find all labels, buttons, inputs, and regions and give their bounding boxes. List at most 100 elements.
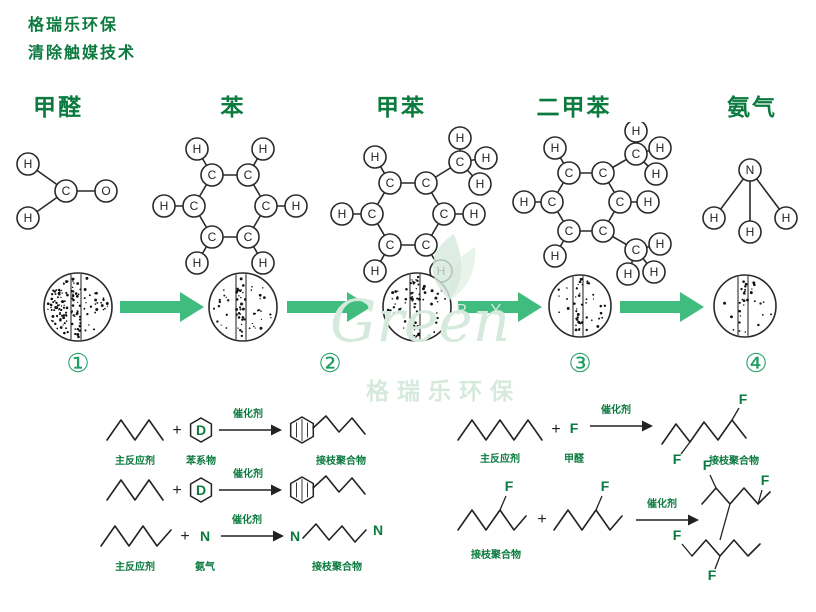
polymer-chain [457,419,543,441]
polymer-chain [553,509,623,531]
svg-text:C: C [422,238,431,252]
svg-text:C: C [422,176,431,190]
main-reactant-label: 主反应剂 [115,560,155,573]
polymer-chain [302,523,367,543]
branch-bond [757,489,763,505]
svg-text:H: H [371,264,380,278]
svg-text:C: C [244,168,253,182]
reaction-arrow-head [271,424,282,436]
polymer-chain [701,487,771,505]
svg-text:H: H [551,141,560,155]
atom-f-label: F [673,527,682,543]
graft-polymer-label: 接枝聚合物 [316,454,366,467]
header: 格瑞乐环保 清除触媒技术 [28,18,136,62]
svg-text:H: H [782,211,791,225]
flow-arrow-shape [120,292,204,322]
stage-number-4: ④ [744,348,768,378]
reaction-panel-left: + D 催化剂 主反应剂 苯系物 接枝聚合物 + D 催化剂 主反应剂 + N … [100,407,383,573]
svg-text:C: C [386,238,395,252]
svg-text:C: C [616,195,625,209]
svg-text:H: H [259,256,268,270]
graft-polymer-label: 接枝聚合物 [312,560,362,573]
atom-n-label: N [200,528,210,544]
svg-text:H: H [24,157,33,171]
polymer-chain [312,475,366,495]
flow-arrow-shape [458,292,542,322]
svg-text:N: N [746,163,755,177]
flow-arrow-shape [620,292,704,322]
svg-text:C: C [190,199,199,213]
svg-text:H: H [259,142,268,156]
svg-text:C: C [208,168,217,182]
polymer-chain [100,525,172,547]
purification-stage-circle-1 [42,271,114,348]
benzene-hexagon [189,417,213,443]
branch-bond [709,474,717,489]
atom-f-label: F [673,451,682,467]
reaction-arrow-head [271,484,282,496]
purification-stage-circle-3 [381,271,453,348]
svg-text:C: C [599,224,608,238]
plus-sign: + [537,511,546,528]
branch-bond [714,555,721,570]
catalyst-label: 催化剂 [233,467,263,480]
svg-text:C: C [565,224,574,238]
flow-arrow-3 [458,292,542,322]
polymer-chain [312,415,366,435]
svg-text:H: H [193,142,202,156]
svg-text:C: C [208,230,217,244]
atom-f-label: F [708,567,717,583]
svg-text:H: H [292,199,301,213]
atom-f-label: F [761,472,770,488]
molecule-title-benzene: 苯 [220,94,246,120]
svg-text:C: C [632,147,641,161]
branch-bond [681,543,693,557]
polymer-chain [691,539,761,557]
molecule-title-toluene: 甲苯 [376,94,426,120]
atom-d-label: D [196,482,206,498]
benzene-ring-symbol [289,416,315,444]
polymer-chain [457,509,527,531]
purification-stage-circle-2 [207,271,279,348]
formaldehyde-label: 甲醛 [564,452,585,465]
flow-arrow-4 [620,292,704,322]
svg-text:H: H [710,211,719,225]
svg-text:H: H [371,150,380,164]
purification-stage-circle-4 [547,273,613,344]
svg-text:C: C [386,176,395,190]
svg-text:H: H [520,195,529,209]
svg-text:H: H [652,167,661,181]
atom-n-label: N [290,528,300,544]
svg-text:C: C [456,155,465,169]
branch-bond [731,407,740,421]
catalyst-label: 催化剂 [233,407,263,420]
atom-f-label: F [739,392,748,407]
benzene-hexagon [189,477,213,503]
svg-text:H: H [624,267,633,281]
svg-text:H: H [160,199,169,213]
flow-arrow-shape [287,292,371,322]
stage-number-1: ① [66,348,90,378]
molecule-title-formaldehyde: 甲醛 [33,94,83,120]
atom-f-label: F [570,420,579,436]
company-name: 格瑞乐环保 [28,17,119,34]
svg-text:C: C [565,166,574,180]
svg-text:C: C [262,199,271,213]
svg-text:C: C [440,207,449,221]
benzene-series-label: 苯系物 [185,454,216,467]
ammonia-label: 氨气 [195,560,215,573]
reaction-arrow-head [688,514,699,526]
branch-bond [595,495,603,511]
molecule-title-ammonia: 氨气 [727,94,777,120]
plus-sign: + [172,482,181,499]
reaction-arrow-head [273,530,284,542]
svg-text:H: H [338,207,347,221]
svg-text:C: C [599,166,608,180]
svg-text:H: H [24,211,33,225]
graft-polymer-label: 接枝聚合物 [471,548,521,561]
